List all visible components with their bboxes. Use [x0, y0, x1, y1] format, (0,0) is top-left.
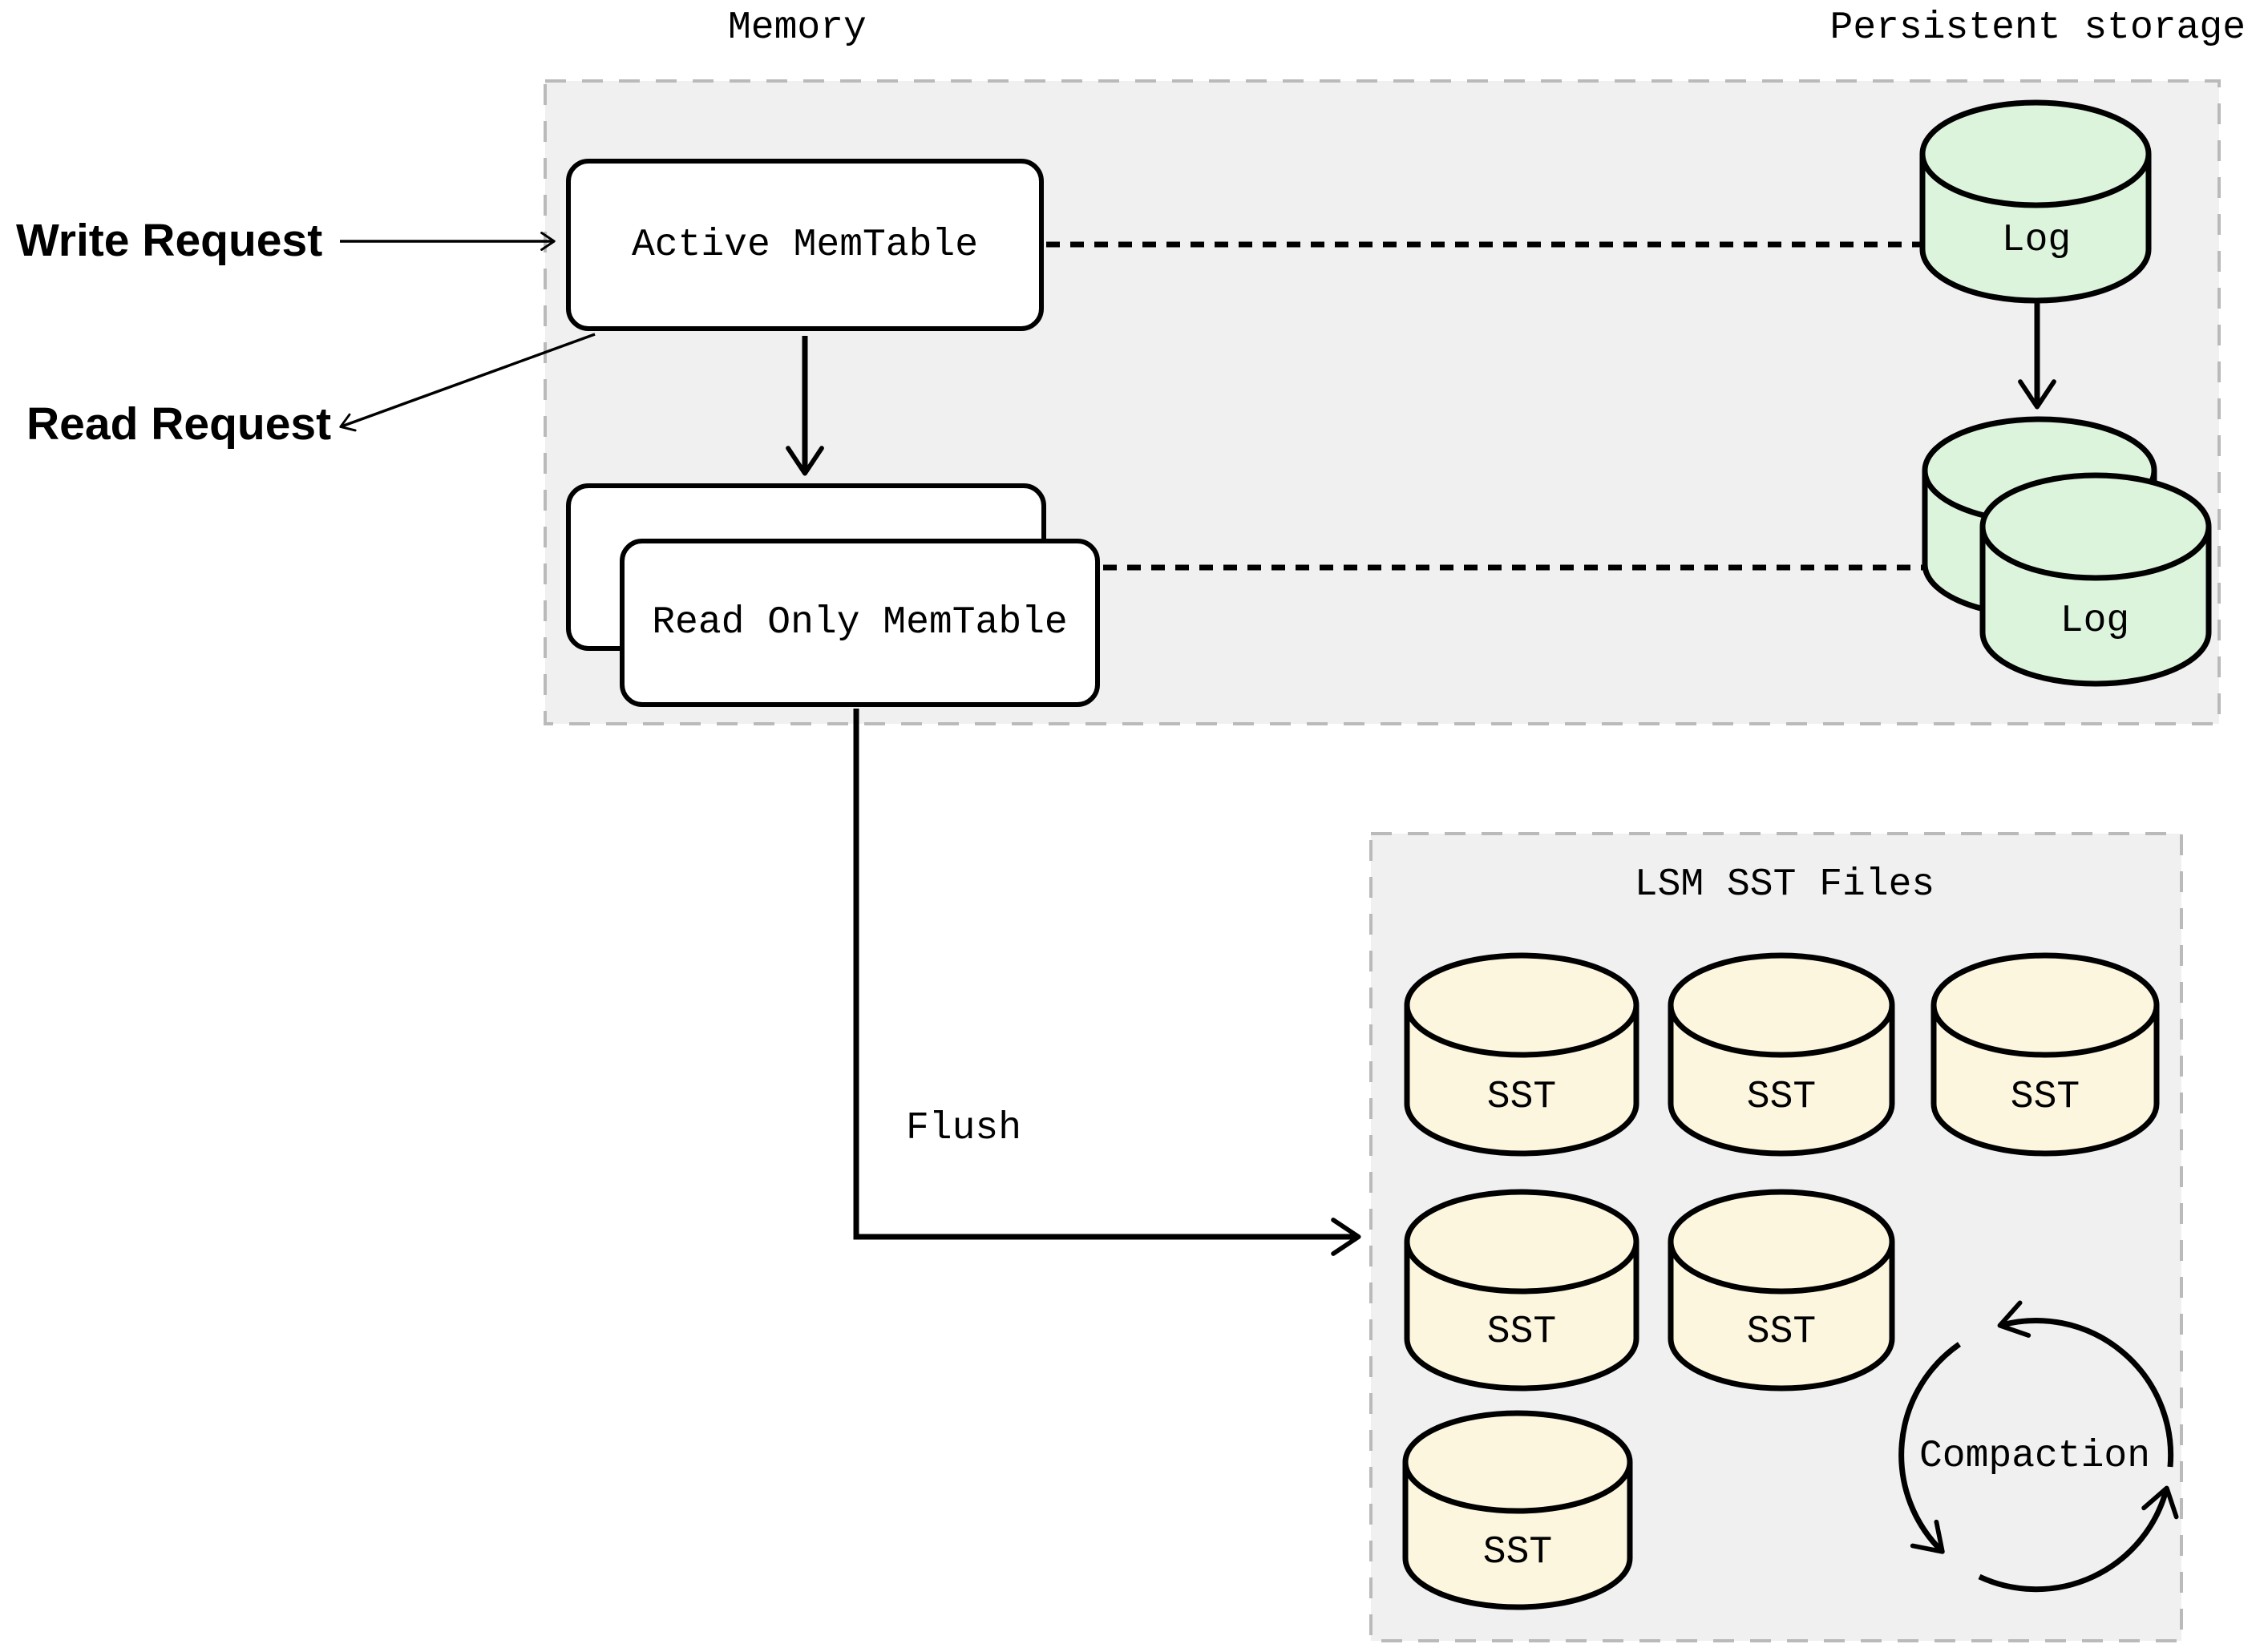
sst-cylinder-4 [1404, 1189, 1639, 1392]
sst-cylinder-3 [1930, 952, 2160, 1157]
database-cylinders [1402, 99, 2212, 1610]
flush-arrow [853, 709, 1361, 1256]
sst-cylinder-1 [1404, 952, 1639, 1157]
compaction-arc-bottom [1978, 1485, 2179, 1593]
active-memtable-box: Active MemTable [566, 159, 1044, 331]
sst-cylinder-2 [1668, 952, 1895, 1157]
compaction-cycle-icon [1898, 1300, 2179, 1593]
read-only-memtable-label: Read Only MemTable [652, 601, 1068, 644]
sst-cylinder-6 [1402, 1410, 1633, 1610]
sst-cylinder-5 [1668, 1189, 1895, 1392]
log-cylinder-2-front [1979, 472, 2212, 687]
compaction-arc-top [1997, 1300, 2174, 1468]
log-cylinder-1 [1919, 99, 2152, 304]
active-memtable-label: Active MemTable [631, 223, 979, 267]
compaction-arc-left [1898, 1342, 1961, 1554]
read-only-memtable-box: Read Only MemTable [620, 539, 1100, 707]
read-request-arrow [339, 333, 596, 432]
